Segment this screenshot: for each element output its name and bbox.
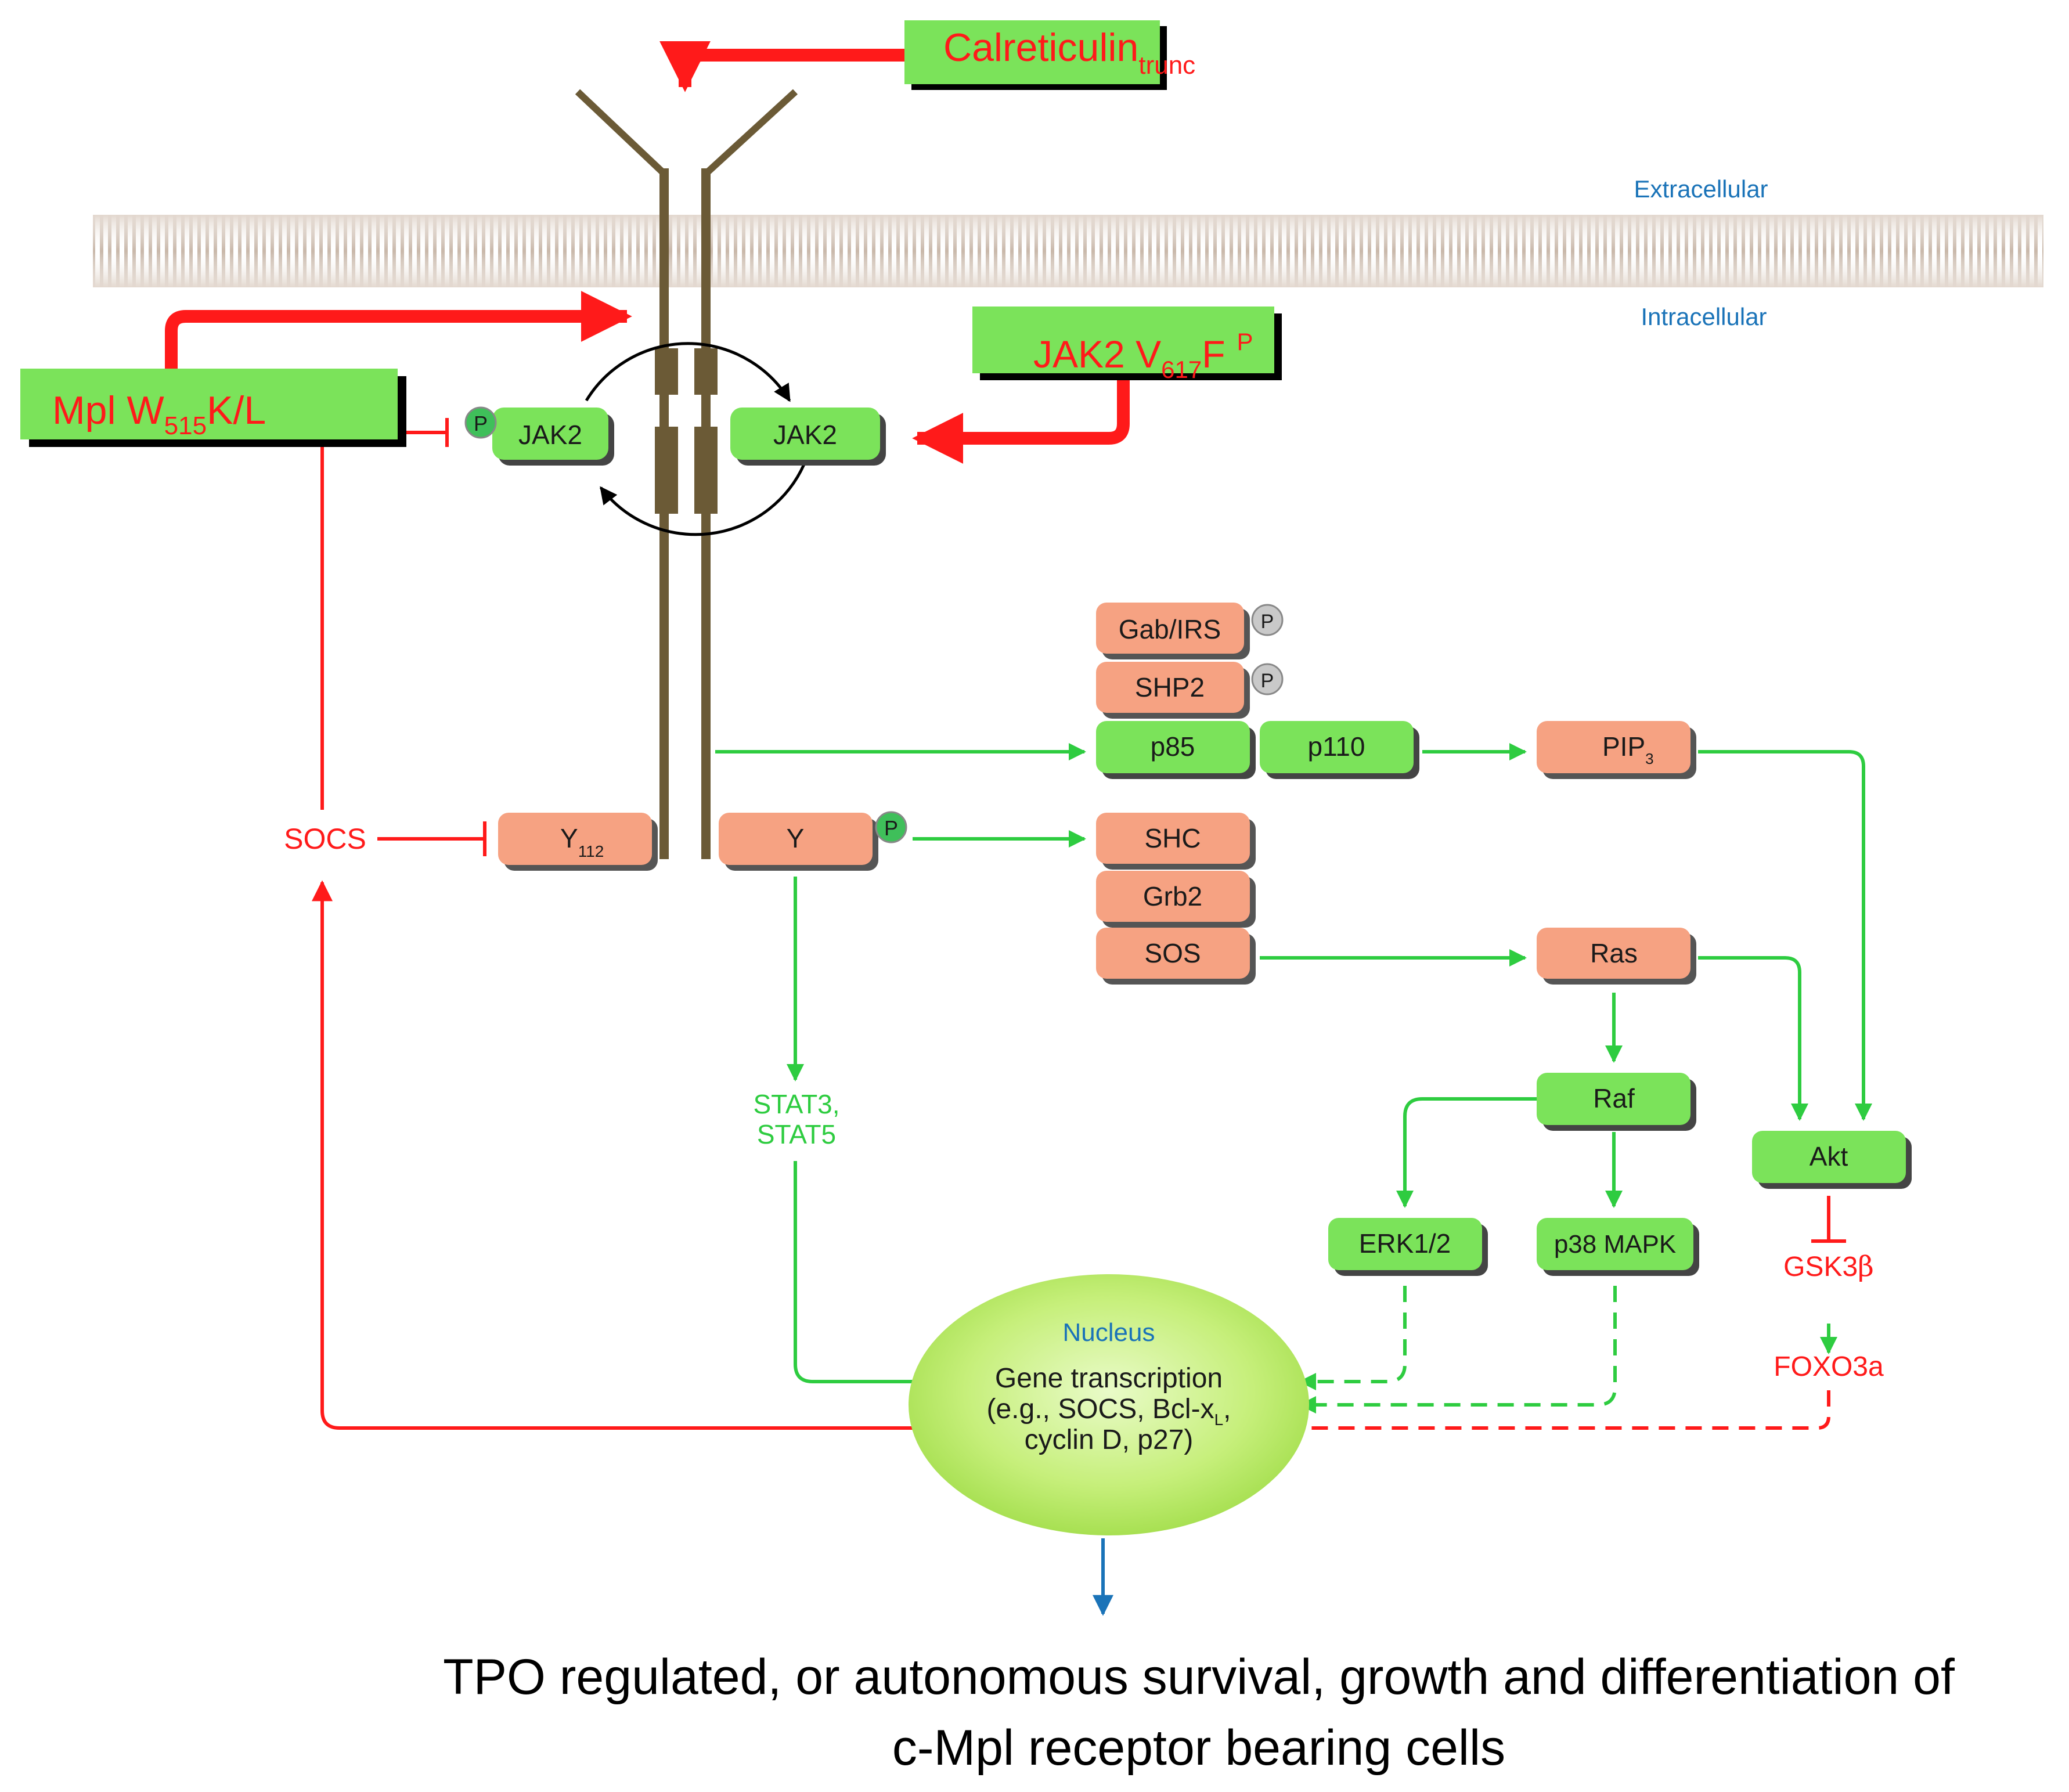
- dashed-activation-arrows: [1299, 1286, 1617, 1414]
- gene-transcription-line2: (e.g., SOCS, Bcl-xL,: [986, 1394, 1231, 1429]
- activation-arrows: [715, 743, 1872, 1390]
- foxo3a-inhibits-transcription: [1281, 1390, 1830, 1445]
- calreticulin-box: Calreticulintrunc: [904, 20, 1195, 90]
- jak2-mutation-pre: JAK2 V: [1033, 333, 1161, 376]
- svg-text:JAK2: JAK2: [518, 420, 582, 450]
- svg-text:P: P: [1261, 670, 1274, 692]
- gsk3b-label: GSK3β: [1783, 1250, 1874, 1283]
- mpl-receptor: [575, 89, 798, 859]
- jak2-right: JAK2: [730, 408, 886, 466]
- gene-transcription-line3: cyclin D, p27): [1025, 1425, 1194, 1455]
- shp2-phospho: P: [1251, 663, 1284, 695]
- grb2-box: Grb2: [1096, 871, 1256, 928]
- svg-text:SHP2: SHP2: [1135, 672, 1205, 702]
- akt-inhibits-gsk3b: [1811, 1196, 1846, 1243]
- svg-text:p85: p85: [1151, 731, 1195, 762]
- stat-label-1: STAT3,: [753, 1089, 839, 1119]
- erk-box: ERK1/2: [1328, 1218, 1488, 1276]
- svg-text:Mpl W515K/L: Mpl W515K/L: [52, 388, 266, 440]
- jak2-left-phospho: P: [464, 406, 497, 439]
- svg-text:Raf: Raf: [1593, 1083, 1635, 1113]
- gab-phospho: P: [1251, 604, 1284, 636]
- svg-text:JAK2: JAK2: [773, 420, 837, 450]
- extracellular-label: Extracellular: [1634, 175, 1768, 203]
- ras-box: Ras: [1537, 928, 1696, 985]
- calreticulin-label: Calreticulin: [943, 26, 1138, 70]
- svg-text:ERK1/2: ERK1/2: [1359, 1228, 1451, 1259]
- shc-box: SHC: [1096, 813, 1256, 870]
- foxo3a-label: FOXO3a: [1774, 1351, 1884, 1382]
- jak2-left: JAK2: [492, 408, 614, 466]
- sos-box: SOS: [1096, 928, 1256, 985]
- svg-text:P: P: [1261, 611, 1274, 633]
- mutation-arrows: [165, 41, 1130, 464]
- raf-box: Raf: [1537, 1073, 1696, 1131]
- mpl-mutation-sub: 515: [164, 412, 207, 440]
- jak2-mutation-post: F: [1202, 333, 1225, 376]
- svg-text:Grb2: Grb2: [1143, 881, 1202, 911]
- svg-text:P: P: [884, 816, 898, 840]
- calreticulin-sub: trunc: [1138, 51, 1195, 80]
- svg-text:Y112: Y112: [560, 823, 604, 860]
- akt-box: Akt: [1752, 1131, 1912, 1189]
- y112-box: Y112: [498, 813, 658, 871]
- gene-transcription-line1: Gene transcription: [995, 1363, 1223, 1394]
- svg-text:Calreticulintrunc: Calreticulintrunc: [943, 26, 1195, 80]
- svg-text:Y: Y: [787, 823, 805, 853]
- stat-label-2: STAT5: [757, 1119, 836, 1149]
- svg-text:P: P: [474, 412, 488, 435]
- shp2-box: SHP2: [1096, 662, 1250, 719]
- jak2-mutation-sup: P: [1237, 328, 1253, 355]
- svg-text:p110: p110: [1308, 731, 1365, 762]
- svg-text:SOS: SOS: [1144, 938, 1201, 968]
- socs-label: SOCS: [284, 823, 366, 855]
- outcome-line2: c-Mpl receptor bearing cells: [892, 1720, 1505, 1776]
- svg-text:Ras: Ras: [1590, 938, 1638, 968]
- mpl-w515-box: Mpl W515K/L: [20, 369, 406, 447]
- nucleus: [909, 1274, 1309, 1535]
- jak2-mutation-sub: 617: [1161, 356, 1202, 383]
- mpl-mutation-pre: Mpl W: [52, 388, 164, 432]
- socs-feedback: [312, 447, 929, 1430]
- p85-box: p85: [1096, 721, 1256, 779]
- gab-irs-box: Gab/IRS: [1096, 603, 1250, 659]
- mpl-inhibits-jak2: [406, 418, 449, 447]
- svg-text:Gab/IRS: Gab/IRS: [1119, 614, 1221, 644]
- intracellular-label: Intracellular: [1641, 303, 1767, 330]
- outcome-line1: TPO regulated, or autonomous survival, g…: [443, 1649, 1955, 1705]
- p38-box: p38 MAPK: [1537, 1218, 1699, 1276]
- svg-text:Akt: Akt: [1810, 1141, 1848, 1171]
- cell-membrane: [93, 215, 2043, 287]
- pip3-box: PIP3: [1537, 721, 1696, 779]
- y-phospho: P: [875, 811, 907, 843]
- jak-rotation-arrows: [585, 342, 806, 536]
- mpl-mutation-post: K/L: [207, 388, 266, 432]
- svg-text:PIP3: PIP3: [1602, 731, 1654, 767]
- svg-text:p38 MAPK: p38 MAPK: [1554, 1230, 1676, 1259]
- svg-text:SHC: SHC: [1144, 823, 1201, 853]
- nucleus-label: Nucleus: [1063, 1318, 1155, 1347]
- y-box: Y: [719, 813, 878, 871]
- p110-box: p110: [1260, 721, 1419, 779]
